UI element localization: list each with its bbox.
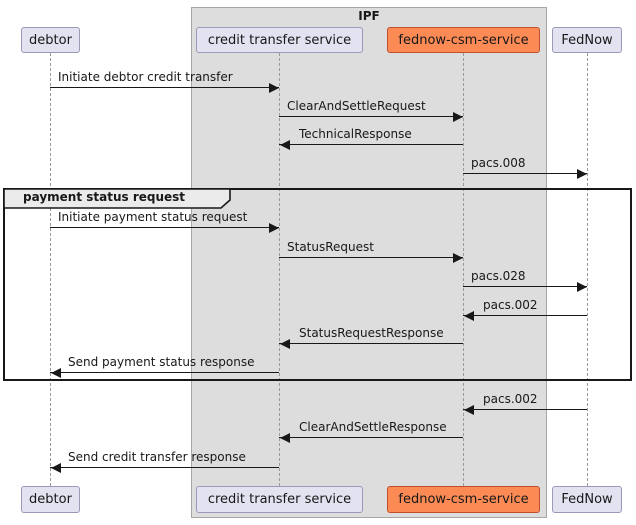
arrowhead-left-icon xyxy=(464,404,474,415)
message-label: ClearAndSettleResponse xyxy=(299,420,447,434)
ipf-group-title: IPF xyxy=(358,9,380,23)
message-label: StatusRequestResponse xyxy=(299,326,444,340)
participant-credit-transfer-service-top: credit transfer service xyxy=(196,27,363,53)
arrowhead-left-icon xyxy=(280,432,290,443)
message-line-3 xyxy=(463,173,587,174)
arrowhead-left-icon xyxy=(51,367,61,378)
participant-label: debtor xyxy=(29,492,72,507)
lifeline-fednow xyxy=(587,53,588,486)
message-line-4 xyxy=(50,227,279,228)
message-line-9 xyxy=(50,372,279,373)
participant-fednow-csm-service-bottom: fednow-csm-service xyxy=(387,486,540,513)
message-label: pacs.008 xyxy=(471,156,526,170)
participant-label: fednow-csm-service xyxy=(398,32,529,48)
arrowhead-right-icon xyxy=(577,281,587,292)
participant-fednow-csm-service-top: fednow-csm-service xyxy=(387,27,540,53)
participant-credit-transfer-service-bottom: credit transfer service xyxy=(196,486,363,513)
arrowhead-right-icon xyxy=(577,168,587,179)
arrowhead-left-icon xyxy=(464,310,474,321)
message-label: pacs.028 xyxy=(471,269,526,283)
message-line-12 xyxy=(50,467,279,468)
participant-label: fednow-csm-service xyxy=(398,492,529,507)
message-label: Send payment status response xyxy=(68,355,255,369)
arrowhead-left-icon xyxy=(280,338,290,349)
participant-label: credit transfer service xyxy=(207,32,352,48)
lifeline-fednow-csm-service xyxy=(463,53,464,486)
message-label: TechnicalResponse xyxy=(299,127,412,141)
frame-header-shape xyxy=(3,188,231,209)
arrowhead-left-icon xyxy=(51,462,61,473)
participant-label: debtor xyxy=(29,32,72,48)
message-line-1 xyxy=(279,116,463,117)
participant-debtor-bottom: debtor xyxy=(21,486,80,513)
message-line-2 xyxy=(279,144,463,145)
message-label: StatusRequest xyxy=(287,240,374,254)
participant-debtor-top: debtor xyxy=(21,27,80,53)
message-line-10 xyxy=(463,409,587,410)
message-line-11 xyxy=(279,437,463,438)
arrowhead-right-icon xyxy=(269,82,279,93)
frame-title: payment status request xyxy=(23,190,186,204)
participant-label: FedNow xyxy=(561,492,613,507)
participant-fednow-bottom: FedNow xyxy=(552,486,622,513)
message-label: pacs.002 xyxy=(483,392,538,406)
participant-label: FedNow xyxy=(561,32,613,48)
message-label: pacs.002 xyxy=(483,298,538,312)
message-label: Initiate payment status request xyxy=(58,210,248,224)
arrowhead-left-icon xyxy=(280,139,290,150)
arrowhead-right-icon xyxy=(269,222,279,233)
payment-status-frame xyxy=(3,188,632,381)
ipf-group-box xyxy=(191,7,547,518)
arrowhead-right-icon xyxy=(453,111,463,122)
payment-status-frame-header: payment status request xyxy=(3,188,232,210)
message-line-5 xyxy=(279,257,463,258)
message-label: Send credit transfer response xyxy=(68,450,246,464)
message-label: Initiate debtor credit transfer xyxy=(58,70,233,84)
arrowhead-right-icon xyxy=(453,252,463,263)
participant-fednow-top: FedNow xyxy=(552,27,622,53)
message-line-0 xyxy=(50,87,279,88)
message-line-6 xyxy=(463,286,587,287)
message-line-7 xyxy=(463,315,587,316)
participant-label: credit transfer service xyxy=(207,492,352,507)
message-line-8 xyxy=(279,343,463,344)
lifeline-debtor xyxy=(50,53,51,486)
lifeline-credit-transfer-service xyxy=(279,53,280,486)
message-label: ClearAndSettleRequest xyxy=(287,99,426,113)
